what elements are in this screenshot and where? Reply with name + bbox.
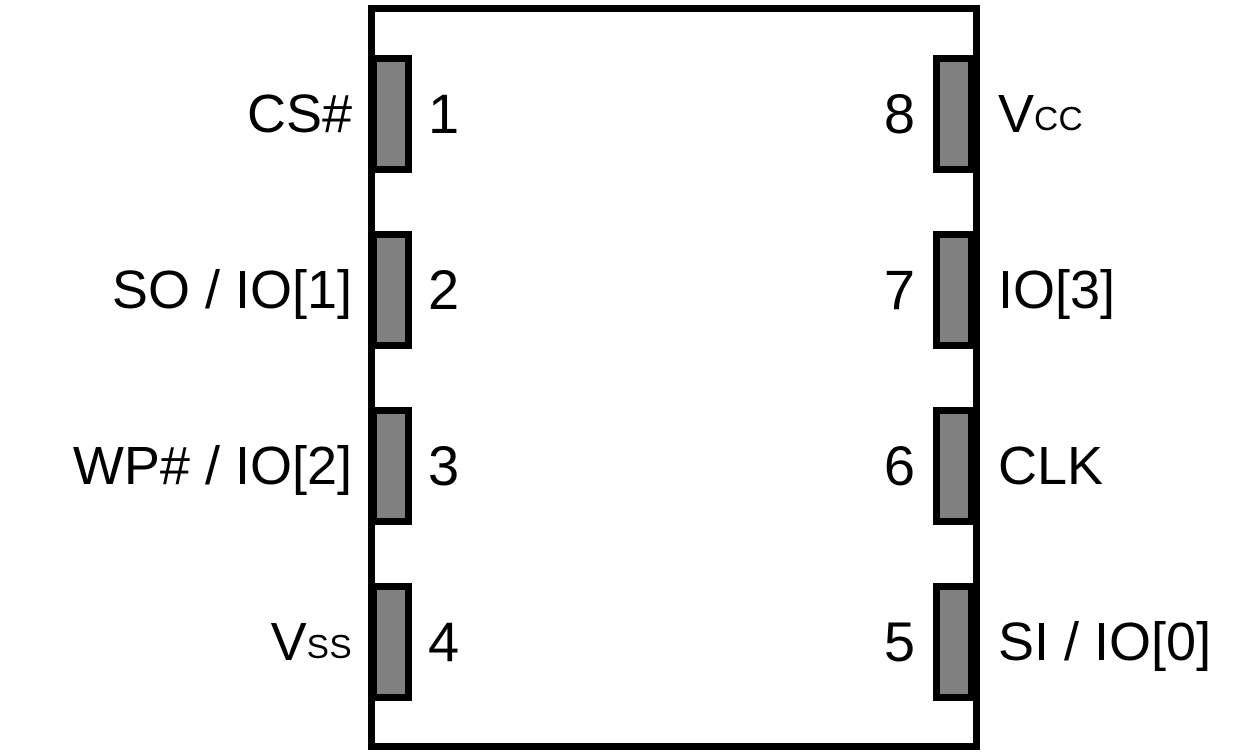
pin-label-3-base: WP# / IO[2]	[72, 436, 352, 496]
pin-pad-1	[370, 55, 412, 173]
pin-label-wp-io2: WP# / IO[2]	[0, 407, 352, 525]
pin-pad-4	[370, 583, 412, 701]
pin-pad-5	[933, 583, 975, 701]
pin-label-io3: IO[3]	[998, 231, 1256, 349]
pin-number-5: 5	[883, 610, 915, 673]
pin-pad-2	[370, 231, 412, 349]
pin-number-3: 3	[428, 434, 460, 497]
pin-label-cs: CS#	[0, 55, 352, 173]
pin-pad-6	[933, 407, 975, 525]
package-body-outline	[368, 5, 980, 750]
pin-number-7: 7	[883, 258, 915, 321]
pin-label-7-base: IO[3]	[998, 260, 1116, 320]
pin-label-5-base: SI / IO[0]	[998, 612, 1212, 672]
pin-pad-8	[933, 55, 975, 173]
pin-number-8: 8	[883, 82, 915, 145]
pin-number-1: 1	[428, 82, 460, 145]
pin-pad-7	[933, 231, 975, 349]
pin-label-8-base: V	[998, 84, 1035, 144]
pin-pad-3	[370, 407, 412, 525]
pin-label-2-base: SO / IO[1]	[111, 260, 352, 320]
pin-label-8-sub: CC	[1034, 100, 1084, 138]
pin-label-1-base: CS#	[246, 84, 352, 144]
pin-label-4-sub: SS	[306, 628, 352, 666]
pin-label-clk: CLK	[998, 407, 1256, 525]
pin-number-4: 4	[428, 610, 460, 673]
pin-label-so-io1: SO / IO[1]	[0, 231, 352, 349]
pin-number-2: 2	[428, 258, 460, 321]
pin-label-6-base: CLK	[998, 436, 1104, 496]
pin-label-4-base: V	[270, 612, 307, 672]
pin-number-6: 6	[883, 434, 915, 497]
pin-label-si-io0: SI / IO[0]	[998, 583, 1256, 701]
